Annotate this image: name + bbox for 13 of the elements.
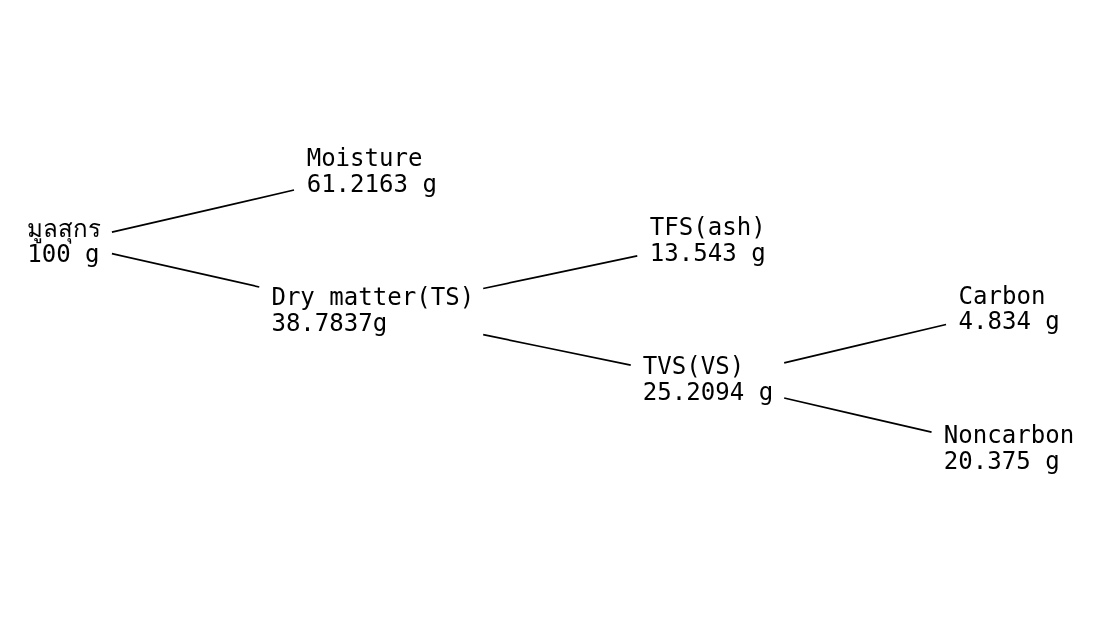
- connector: [482, 333, 632, 366]
- node-text: Dry matter(TS) 38.7837g: [271, 282, 475, 337]
- node-text: TVS(VS) 25.2094 g: [642, 351, 774, 406]
- connector: [482, 254, 639, 289]
- connector: [783, 396, 933, 433]
- node-text: TFS(ash) 13.543 g: [649, 212, 766, 267]
- node-text: Noncarbon 20.375 g: [943, 420, 1075, 475]
- node-text: มูลสุกร 100 g: [27, 214, 102, 268]
- connector: [783, 323, 947, 364]
- node-text: Moisture 61.2163 g: [306, 143, 438, 198]
- connector: [111, 188, 295, 233]
- connector: [111, 252, 261, 288]
- node-text: Carbon 4.834 g: [958, 281, 1060, 335]
